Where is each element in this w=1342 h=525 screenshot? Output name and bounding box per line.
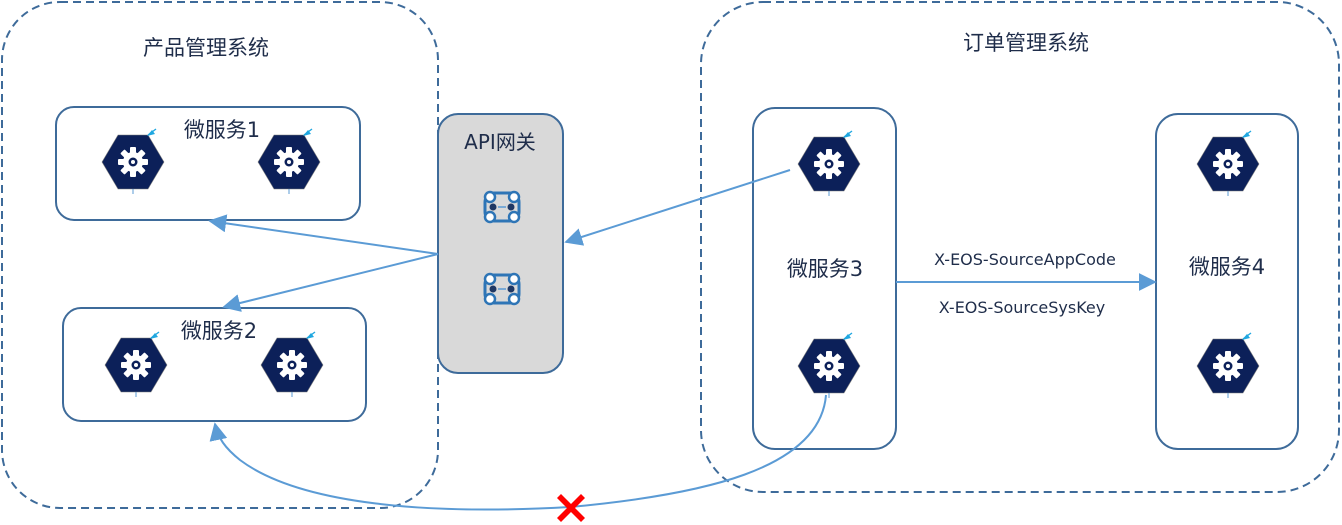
system-title-product: 产品管理系统: [143, 36, 269, 60]
service-box-1[interactable]: 微服务1: [55, 106, 361, 221]
connector-svc3-to-svc2-blocked: [209, 394, 827, 511]
service-title: 微服务3: [787, 257, 863, 281]
header-label-appcode: X-EOS-SourceAppCode: [934, 250, 1116, 269]
gateway-title: API网关: [464, 130, 536, 154]
service-title: 微服务1: [184, 118, 260, 142]
blocked-x-icon: [557, 494, 585, 522]
service-title: 微服务4: [1189, 255, 1265, 279]
api-gateway[interactable]: API网关: [437, 113, 564, 374]
system-container-product: [1, 1, 439, 509]
connector-gateway-to-svc1: [208, 214, 439, 255]
connector-gateway-to-svc2: [222, 253, 439, 312]
service-box-4[interactable]: 微服务4: [1155, 113, 1299, 450]
service-title: 微服务2: [181, 319, 257, 343]
service-box-2[interactable]: 微服务2: [62, 307, 367, 422]
system-title-order: 订单管理系统: [963, 31, 1089, 55]
header-label-syskey: X-EOS-SourceSysKey: [939, 298, 1106, 317]
service-box-3[interactable]: 微服务3: [752, 107, 897, 450]
connector-svc3-to-gateway: [564, 169, 791, 246]
system-container-order: [700, 1, 1340, 493]
